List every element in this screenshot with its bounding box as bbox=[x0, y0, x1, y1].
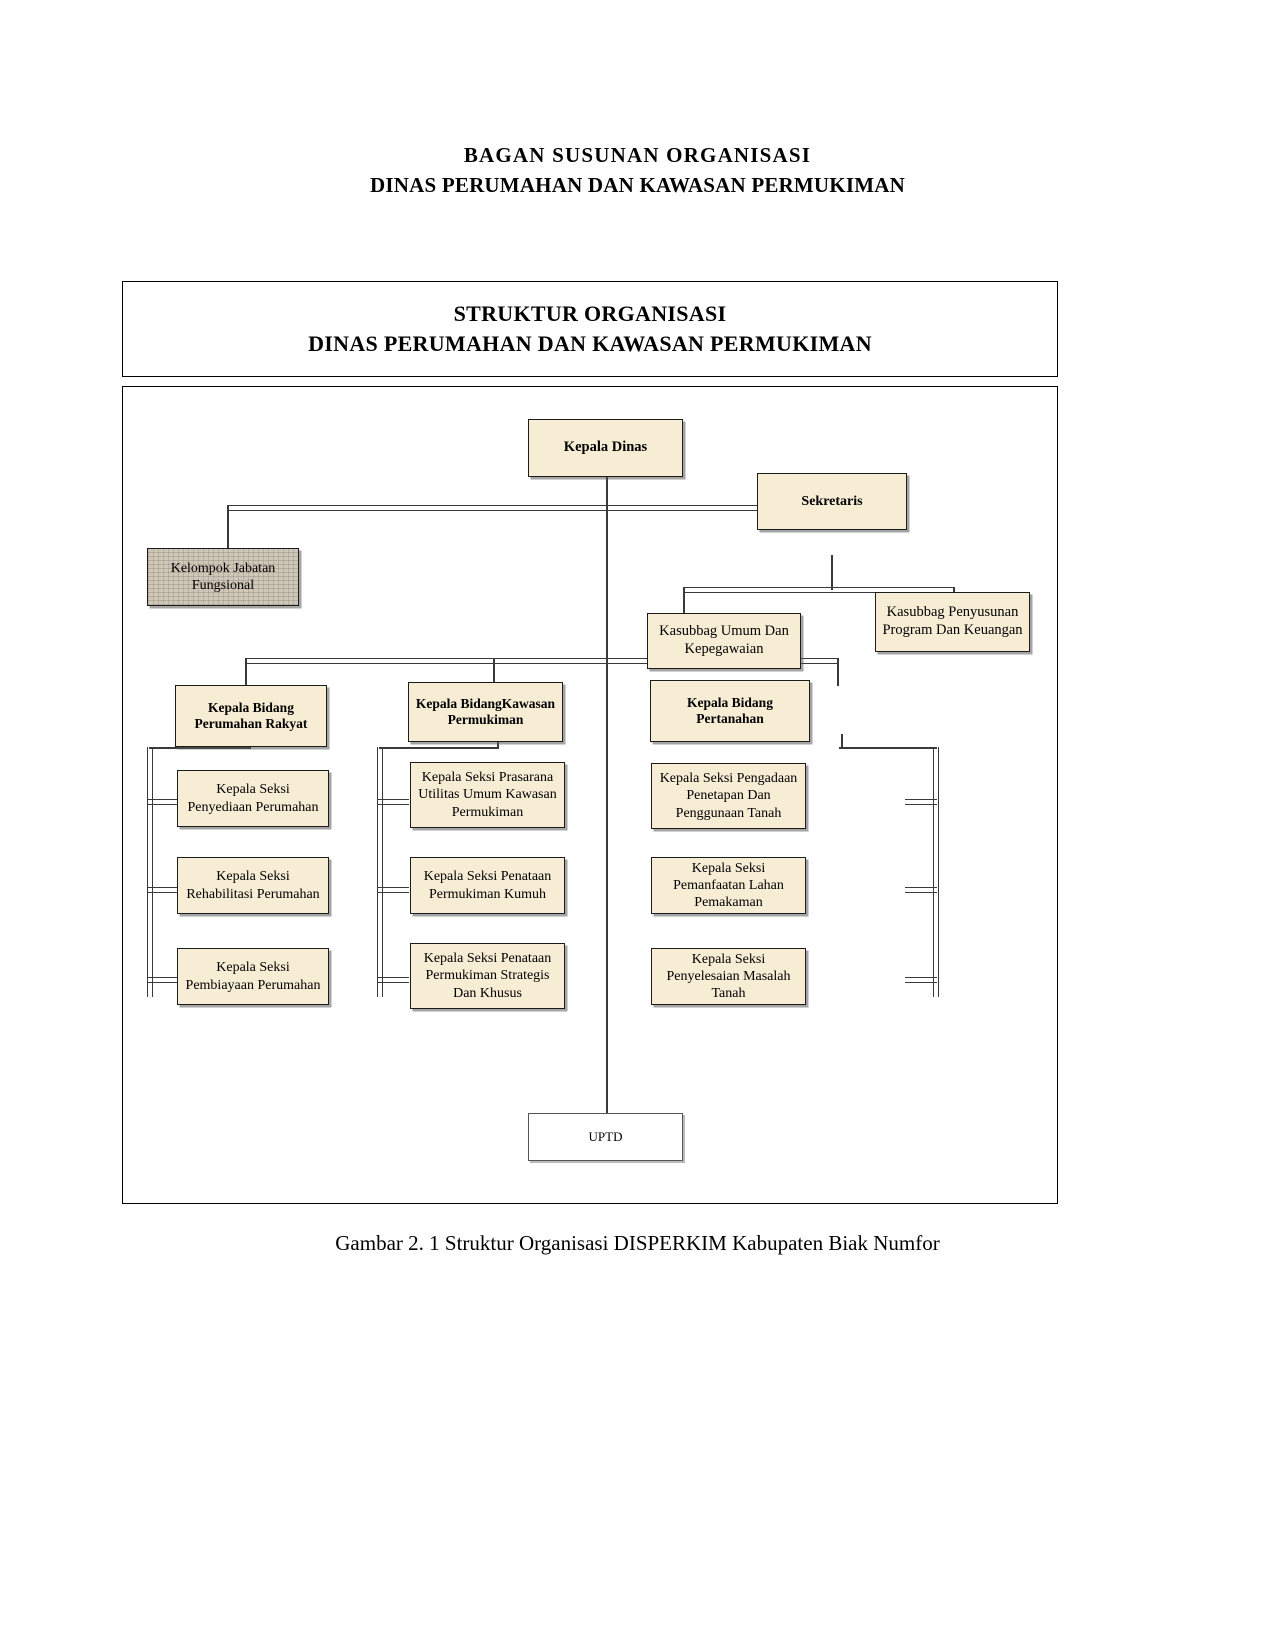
node-kelompok-jabatan-fungsional[interactable]: Kelompok Jabatan Fungsional bbox=[147, 548, 299, 606]
connector-mid-branch-2 bbox=[377, 887, 409, 893]
node-kepala-dinas-label: Kepala Dinas bbox=[563, 439, 648, 456]
connector-level2-bar bbox=[227, 505, 823, 511]
node-kelompok-jabatan-fungsional-label: Kelompok Jabatan Fungsional bbox=[170, 560, 276, 593]
connector-right-branch-1 bbox=[905, 799, 937, 805]
connector-right-spine-elbow bbox=[839, 747, 937, 749]
connector-left-branch-2 bbox=[147, 887, 179, 893]
connector-bidang-pertanahan bbox=[837, 658, 839, 686]
node-seksi-penataan-strategis-khusus-label: Kepala Seksi Penataan Permukiman Strateg… bbox=[423, 951, 552, 1001]
node-seksi-penyelesaian-masalah-tanah-label: Kepala Seksi Penyelesaian Masalah Tanah bbox=[666, 951, 791, 1002]
node-bidang-perumahan-rakyat[interactable]: Kepala Bidang Perumahan Rakyat bbox=[175, 685, 327, 747]
chart-title-box: STRUKTUR ORGANISASI DINAS PERUMAHAN DAN … bbox=[122, 281, 1058, 377]
connector-right-branch-3 bbox=[905, 977, 937, 983]
node-seksi-prasarana-utilitas-label: Kepala Seksi Prasarana Utilitas Umum Kaw… bbox=[418, 770, 557, 820]
chart-canvas: Kepala Dinas Sekretaris Kelompok Jabatan… bbox=[123, 387, 1057, 1203]
connector-right-spine bbox=[933, 747, 939, 997]
connector-kasubbag-umum bbox=[683, 587, 685, 615]
connector-mid-spine-elbow bbox=[379, 747, 499, 749]
node-seksi-pembiayaan-perumahan[interactable]: Kepala Seksi Pembiayaan Perumahan bbox=[177, 948, 329, 1005]
organization-chart-figure: STRUKTUR ORGANISASI DINAS PERUMAHAN DAN … bbox=[122, 281, 1060, 1206]
node-sekretaris-label: Sekretaris bbox=[801, 493, 863, 509]
node-seksi-penataan-permukiman-kumuh[interactable]: Kepala Seksi Penataan Permukiman Kumuh bbox=[410, 857, 565, 914]
connector-to-fungsional bbox=[227, 505, 229, 553]
connector-left-branch-1 bbox=[147, 799, 179, 805]
node-kasubbag-umum-label: Kasubbag Umum Dan Kepegawaian bbox=[659, 623, 789, 657]
connector-left-spine bbox=[147, 747, 153, 997]
chart-title-line-1: STRUKTUR ORGANISASI bbox=[453, 301, 727, 326]
node-bidang-perumahan-rakyat-label: Kepala Bidang Perumahan Rakyat bbox=[194, 699, 308, 731]
node-bidang-kawasan-permukiman[interactable]: Kepala BidangKawasan Permukiman bbox=[408, 682, 563, 742]
node-bidang-pertanahan-label: Kepala Bidang Pertanahan bbox=[687, 694, 773, 726]
connector-mid-branch-1 bbox=[377, 799, 409, 805]
node-seksi-penataan-permukiman-kumuh-label: Kepala Seksi Penataan Permukiman Kumuh bbox=[423, 869, 552, 902]
node-uptd-label: UPTD bbox=[588, 1129, 623, 1145]
node-seksi-rehabilitasi-perumahan-label: Kepala Seksi Rehabilitasi Perumahan bbox=[186, 869, 320, 902]
node-seksi-pemanfaatan-lahan-pemakaman[interactable]: Kepala Seksi Pemanfaatan Lahan Pemakaman bbox=[651, 857, 806, 914]
node-bidang-pertanahan[interactable]: Kepala Bidang Pertanahan bbox=[650, 680, 810, 742]
connector-right-spine-top bbox=[841, 734, 843, 748]
node-sekretaris[interactable]: Sekretaris bbox=[757, 473, 907, 530]
node-seksi-rehabilitasi-perumahan[interactable]: Kepala Seksi Rehabilitasi Perumahan bbox=[177, 857, 329, 914]
node-seksi-penyelesaian-masalah-tanah[interactable]: Kepala Seksi Penyelesaian Masalah Tanah bbox=[651, 948, 806, 1005]
chart-title-line-2: DINAS PERUMAHAN DAN KAWASAN PERMUKIMAN bbox=[308, 331, 872, 356]
node-seksi-pengadaan-tanah-label: Kepala Seksi Pengadaan Penetapan Dan Pen… bbox=[659, 771, 798, 821]
connector-left-spine-elbow bbox=[149, 747, 251, 749]
node-uptd[interactable]: UPTD bbox=[528, 1113, 683, 1161]
page-heading-line-2: DINAS PERUMAHAN DAN KAWASAN PERMUKIMAN bbox=[370, 173, 905, 197]
connector-bidang-perumahan bbox=[245, 658, 247, 686]
node-kasubbag-program-label: Kasubbag Penyusunan Program Dan Keuangan bbox=[882, 604, 1023, 638]
page-heading-line-1: BAGAN SUSUNAN ORGANISASI bbox=[463, 143, 812, 167]
node-seksi-penyediaan-perumahan[interactable]: Kepala Seksi Penyediaan Perumahan bbox=[177, 770, 329, 827]
node-bidang-kawasan-permukiman-label: Kepala BidangKawasan Permukiman bbox=[415, 695, 556, 727]
connector-mid-spine bbox=[377, 747, 383, 997]
connector-sekretaris-down bbox=[831, 555, 833, 590]
node-seksi-pembiayaan-perumahan-label: Kepala Seksi Pembiayaan Perumahan bbox=[185, 960, 321, 993]
chart-body-box: Kepala Dinas Sekretaris Kelompok Jabatan… bbox=[122, 386, 1058, 1204]
node-kasubbag-program[interactable]: Kasubbag Penyusunan Program Dan Keuangan bbox=[875, 592, 1030, 652]
figure-caption: Gambar 2. 1 Struktur Organisasi DISPERKI… bbox=[335, 1231, 940, 1255]
connector-left-branch-3 bbox=[147, 977, 179, 983]
node-seksi-prasarana-utilitas[interactable]: Kepala Seksi Prasarana Utilitas Umum Kaw… bbox=[410, 762, 565, 828]
page-heading: BAGAN SUSUNAN ORGANISASI DINAS PERUMAHAN… bbox=[0, 140, 1275, 200]
connector-right-branch-2 bbox=[905, 887, 937, 893]
node-kepala-dinas[interactable]: Kepala Dinas bbox=[528, 419, 683, 477]
node-seksi-pemanfaatan-lahan-pemakaman-label: Kepala Seksi Pemanfaatan Lahan Pemakaman bbox=[673, 860, 784, 911]
node-seksi-penataan-strategis-khusus[interactable]: Kepala Seksi Penataan Permukiman Strateg… bbox=[410, 943, 565, 1009]
connector-bidang-kawasan bbox=[493, 658, 495, 686]
connector-kasubbag-bar bbox=[683, 587, 955, 593]
connector-mid-branch-3 bbox=[377, 977, 409, 983]
node-seksi-pengadaan-tanah[interactable]: Kepala Seksi Pengadaan Penetapan Dan Pen… bbox=[651, 763, 806, 829]
connector-bidang-bar bbox=[245, 658, 839, 664]
node-seksi-penyediaan-perumahan-label: Kepala Seksi Penyediaan Perumahan bbox=[187, 782, 319, 815]
connector-trunk-vertical bbox=[606, 477, 608, 1115]
node-kasubbag-umum[interactable]: Kasubbag Umum Dan Kepegawaian bbox=[647, 613, 801, 669]
